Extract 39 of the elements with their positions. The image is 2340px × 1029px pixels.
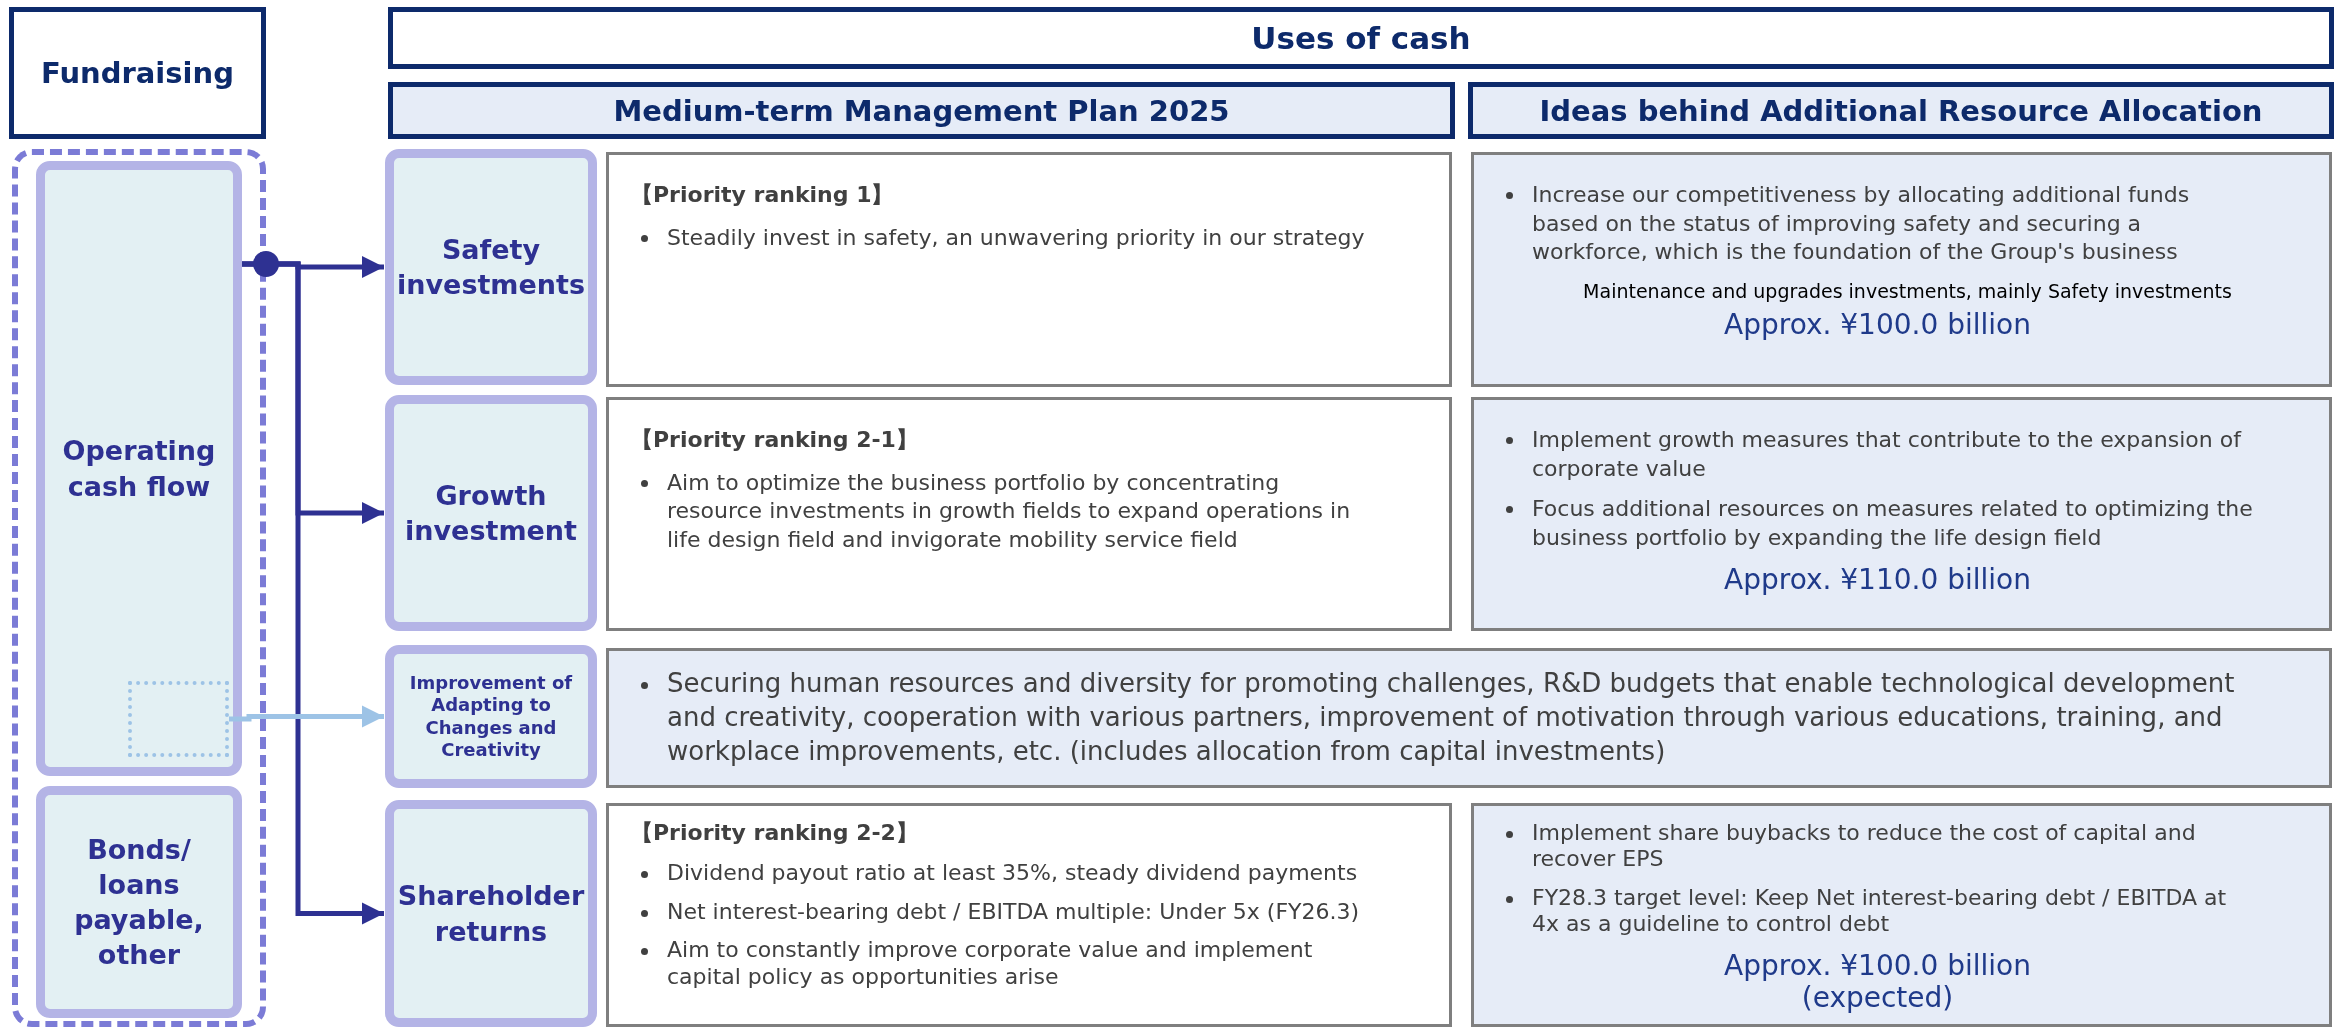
category-box: Growth investment xyxy=(385,395,597,631)
header-box: Ideas behind Additional Resource Allocation xyxy=(1468,82,2334,139)
panel-heading: 【Priority ranking 2-2】 xyxy=(631,820,919,847)
amount-text: Approx. ¥100.0 billion (expected) xyxy=(1723,949,2032,1014)
text-panel xyxy=(606,397,1452,631)
bullet-text: Securing human resources and diversity for promoting challenges, R&D budgets that enable technological development and creativity, cooperation with various partners, improvement of motivation through various educations, training, and workplace improvements, etc. (includes allocation from capital investments) xyxy=(667,667,2236,768)
dashed-group-frame xyxy=(12,149,266,1027)
bullet-text: Focus additional resources on measures related to optimizing the business portfolio by expanding the life design field xyxy=(1532,495,2254,552)
bullet-text: Steadily invest in safety, an unwavering priority in our strategy xyxy=(667,223,1366,252)
header-box: Fundraising xyxy=(9,7,266,139)
bullet-text: Net interest-bearing debt / EBITDA multiple: Under 5x (FY26.3) xyxy=(667,898,1361,926)
bullet-text: Aim to optimize the business portfolio by concentrating resource investments in growth fields to expand operations in life design field and invigorate mobility service field xyxy=(667,468,1352,554)
arrow xyxy=(229,705,384,728)
header-box: Uses of cash xyxy=(388,7,2334,69)
category-box: Improvement of Adapting to Changes and Creativity xyxy=(385,645,597,788)
bullet-text: Increase our competitiveness by allocating additional funds based on the status of improving safety and securing a workforce, which is the foundation of the Group's business xyxy=(1532,181,2191,267)
category-box: Operating cash flow xyxy=(36,161,242,776)
header-box: Medium-term Management Plan 2025 xyxy=(388,82,1455,139)
amount-text: Approx. ¥100.0 billion xyxy=(1724,309,2031,342)
arrow xyxy=(242,261,384,925)
bullet-text: Implement growth measures that contribute to the expansion of corporate value xyxy=(1532,426,2243,483)
text-panel xyxy=(606,648,2332,788)
bullet-text: Implement share buybacks to reduce the cost of capital and recover EPS xyxy=(1532,820,2197,873)
bullet-text: Dividend payout ratio at least 35%, steady dividend payments xyxy=(667,860,1359,887)
amount-text: Approx. ¥110.0 billion xyxy=(1724,564,2031,597)
bullet-text: Aim to constantly improve corporate value and implement capital policy as opportunities arise xyxy=(667,937,1314,990)
category-box: Shareholder returns xyxy=(385,800,597,1027)
dotted-box xyxy=(128,681,229,757)
text-panel xyxy=(1471,152,2332,387)
text-panel xyxy=(1471,803,2332,1027)
panel-heading: 【Priority ranking 2-1】 xyxy=(631,426,919,454)
panel-heading: 【Priority ranking 1】 xyxy=(631,181,895,209)
note-text: Maintenance and upgrades investments, mainly Safety investments xyxy=(1582,278,2233,304)
text-panel xyxy=(606,803,1452,1027)
bullet-text: FY28.3 target level: Keep Net interest-bearing debt / EBITDA at 4x as a guideline to control debt xyxy=(1532,884,2228,938)
category-box: Safety investments xyxy=(385,149,597,385)
text-panel xyxy=(606,152,1452,387)
category-box: Bonds/ loans payable, other xyxy=(36,786,242,1018)
text-panel xyxy=(1471,397,2332,631)
